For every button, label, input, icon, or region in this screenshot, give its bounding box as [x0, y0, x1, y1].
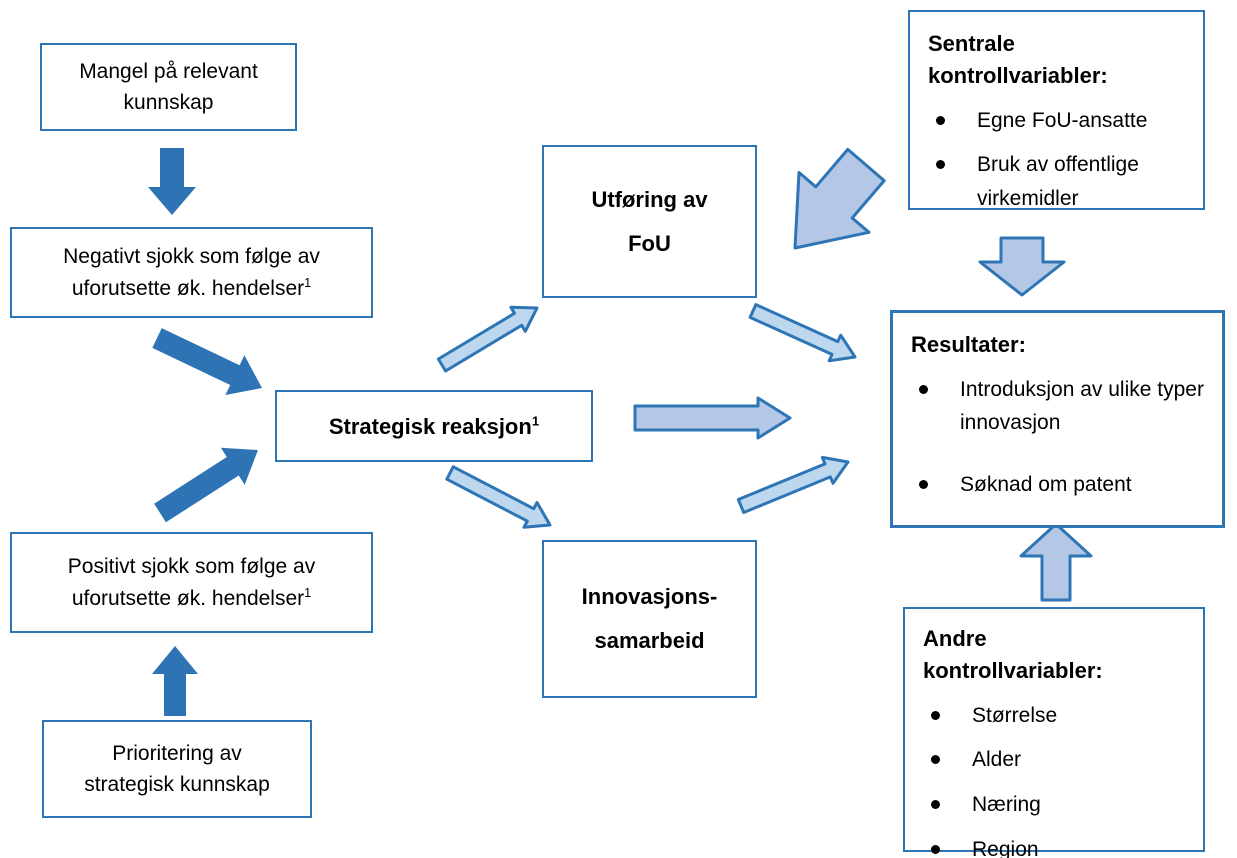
bullet-dot [931, 799, 940, 809]
bullet-dot [919, 384, 928, 394]
arrow-negativt-to-strategisk [152, 328, 262, 395]
bullet-dot [931, 755, 940, 765]
arrow-prioritering-to-positivt [152, 646, 198, 716]
box-positivt-sjokk: Positivt sjokk som følge av uforutsette … [10, 532, 373, 633]
box-heading: Resultater: [911, 332, 1026, 357]
box-andre-kontrollvariabler: Andre kontrollvariabler: Størrelse Alder… [903, 607, 1205, 858]
box-text-line: samarbeid [594, 628, 705, 653]
box-text-line: Strategisk reaksjon1 [328, 413, 540, 439]
list-item: Alder [923, 743, 1195, 777]
arrow-strategisk-to-resultater [633, 396, 792, 440]
bullet-dot [936, 115, 945, 125]
arrow-andre-to-resultater [1019, 522, 1093, 602]
box-text-line: Negativt sjokk som følge av [63, 245, 320, 268]
arrow-sentrale-to-utforing [793, 147, 886, 250]
box-text-line: FoU [628, 230, 671, 256]
box-text-line: Positivt sjokk som følge av [67, 555, 316, 578]
bullet-dot [931, 710, 940, 720]
bullet-dot [919, 480, 928, 490]
list-item: Størrelse [923, 699, 1195, 733]
bullet-dot [936, 160, 945, 170]
list-item: Næring [923, 788, 1195, 822]
box-text-line: Mangel på relevant [79, 59, 258, 83]
list-item: Søknad om patent [911, 468, 1214, 502]
box-text-line: Utføring av [591, 186, 708, 212]
box-text-line: uforutsette øk. hendelser1 [71, 585, 312, 610]
box-utforing-av-fou: Utføring av FoU [542, 145, 757, 298]
box-resultater: Resultater: Introduksjon av ulike typer … [890, 310, 1225, 528]
box-mangel-pa-relevant-kunnskap: Mangel på relevant kunnskap [40, 43, 297, 131]
arrow-strategisk-to-utforing [436, 305, 539, 373]
box-innovasjonssamarbeid: Innovasjons- samarbeid [542, 540, 757, 698]
footnote-superscript: 1 [304, 275, 312, 290]
arrow-innovasjon-to-resultater [736, 455, 850, 514]
arrow-strategisk-to-innovasjon [445, 465, 552, 529]
arrow-mangel-to-negativt [148, 148, 196, 215]
list-item: Egne FoU-ansatte [928, 104, 1195, 138]
box-heading: Andre kontrollvariabler: [923, 626, 1103, 683]
list-item: Region [923, 833, 1195, 858]
box-heading: Sentrale kontrollvariabler: [928, 31, 1108, 88]
arrow-utforing-to-resultater [748, 303, 857, 363]
footnote-superscript: 1 [531, 413, 540, 429]
box-text-line: kunnskap [123, 91, 214, 114]
list-item: Introduksjon av ulike typer innovasjon [911, 373, 1214, 440]
box-strategisk-reaksjon: Strategisk reaksjon1 [275, 390, 593, 462]
list-item: Bruk av offentlige virkemidler [928, 148, 1195, 215]
box-text-line: strategisk kunnskap [84, 773, 270, 796]
bullet-dot [931, 844, 940, 854]
box-sentrale-kontrollvariabler: Sentrale kontrollvariabler: Egne FoU-ans… [908, 10, 1205, 210]
box-text-line: Prioritering av [112, 741, 242, 765]
box-text-line: uforutsette øk. hendelser1 [71, 275, 312, 300]
box-prioritering: Prioritering av strategisk kunnskap [42, 720, 312, 818]
box-negativt-sjokk: Negativt sjokk som følge av uforutsette … [10, 227, 373, 318]
arrow-positivt-to-strategisk [154, 447, 258, 523]
box-text-line: Innovasjons- [581, 584, 718, 609]
arrow-sentrale-to-resultater [978, 236, 1066, 297]
footnote-superscript: 1 [304, 585, 312, 600]
